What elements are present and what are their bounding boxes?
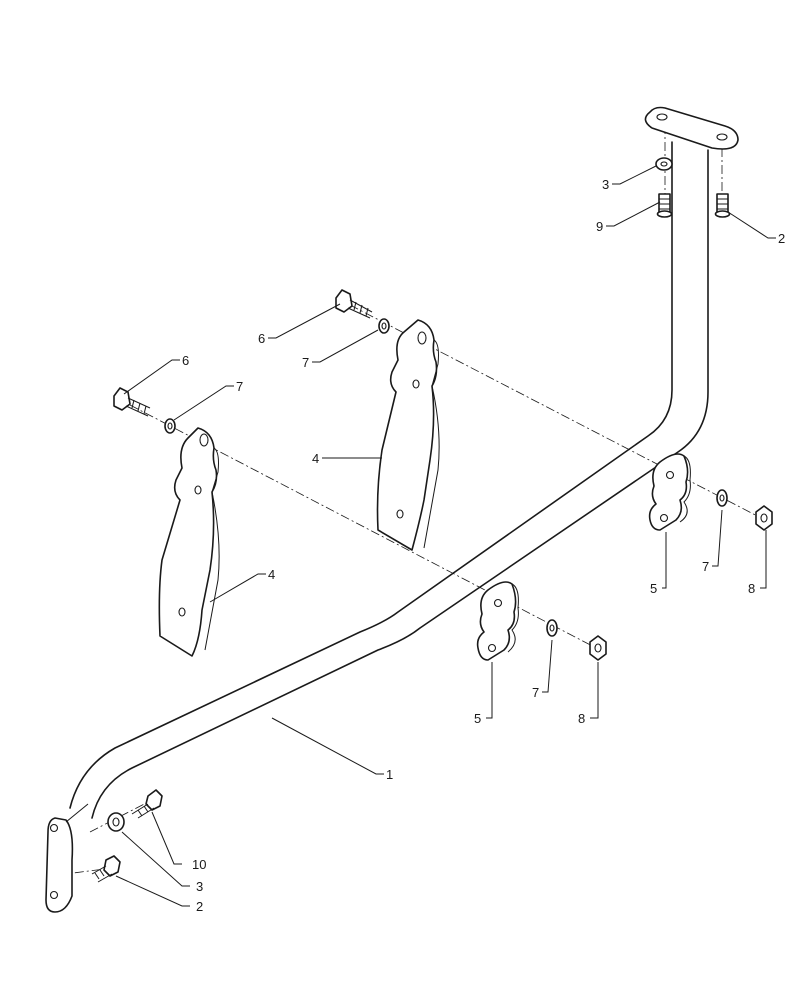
frame-tube	[45, 106, 739, 913]
clamp-left	[476, 581, 519, 661]
callout-c9: 9	[596, 219, 603, 234]
callout-labels: 3 9 2 6 7 6 7 4 4 5 7 8 5 7 8 1 10 3 2	[182, 177, 785, 914]
strap-right	[376, 319, 440, 551]
callout-c7b: 7	[236, 379, 243, 394]
nut-8-mid	[589, 635, 607, 661]
washer-3-top	[655, 157, 673, 171]
washer-7-lower	[164, 418, 176, 434]
callout-c8a: 8	[748, 581, 755, 596]
callout-c5b: 5	[474, 711, 481, 726]
callout-c10: 10	[192, 857, 206, 872]
bolt-6-lower	[113, 387, 151, 417]
washer-7-right	[716, 489, 728, 507]
strap-left	[158, 427, 220, 657]
callout-c3a: 3	[602, 177, 609, 192]
callout-c2a: 2	[778, 231, 785, 246]
callout-c7c: 7	[702, 559, 709, 574]
callout-c2b: 2	[196, 899, 203, 914]
callout-c7d: 7	[532, 685, 539, 700]
callout-c1: 1	[386, 767, 393, 782]
leader-lines	[115, 165, 776, 907]
callout-c4a: 4	[312, 451, 319, 466]
callout-c8b: 8	[578, 711, 585, 726]
washer-3-bottom	[107, 812, 125, 832]
callout-c6b: 6	[182, 353, 189, 368]
callout-c3b: 3	[196, 879, 203, 894]
callout-c6a: 6	[258, 331, 265, 346]
nut-8-right	[755, 505, 773, 531]
callout-c5a: 5	[650, 581, 657, 596]
washer-7-mid	[546, 619, 558, 637]
bolt-10-bottom	[131, 789, 163, 819]
bolt-9-top	[656, 193, 673, 218]
callout-c4b: 4	[268, 567, 275, 582]
clamp-right	[648, 453, 691, 531]
bolt-2-top	[714, 193, 731, 218]
bolt-6-upper	[335, 289, 373, 319]
washer-7-upper	[378, 318, 390, 334]
callout-c7a: 7	[302, 355, 309, 370]
bolt-2-bottom	[91, 855, 121, 883]
